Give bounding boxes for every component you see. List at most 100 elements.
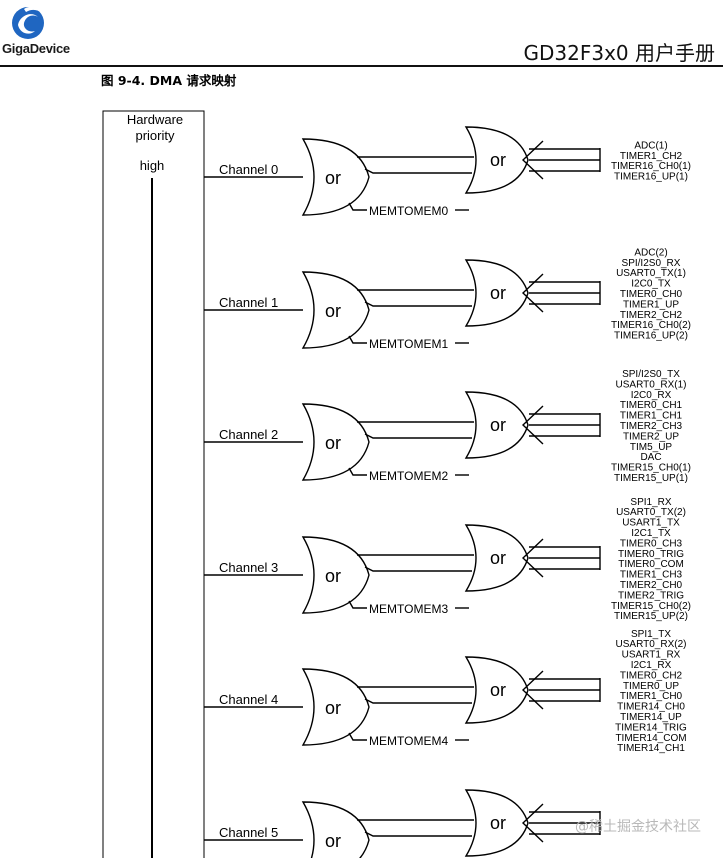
channel-2-request-1: USART0_RX(1) — [616, 379, 687, 390]
channel-5-request-or-gate-label: or — [490, 813, 506, 833]
channel-4-request-1: USART0_RX(2) — [616, 639, 687, 650]
channel-4-request-6: TIMER1_CH0 — [620, 691, 683, 702]
channel-3-or-gate — [301, 536, 370, 614]
channel-1-request-2: USART0_TX(1) — [616, 268, 686, 279]
channel-3-request-0: SPI1_RX — [630, 497, 671, 508]
channel-5-label: Channel 5 — [219, 825, 278, 840]
channel-3-request-or-gate — [464, 524, 529, 592]
channel-1-request-or-gate-label: or — [490, 283, 506, 303]
channel-1-or-gate — [301, 271, 370, 349]
channel-1-bus-arrowhead — [521, 273, 544, 313]
priority-box-frame — [102, 110, 205, 858]
channel-4-request-7: TIMER14_CH0 — [617, 702, 685, 713]
channel-3-memtomem-wire — [348, 600, 367, 609]
channel-4-request-4: TIMER0_CH2 — [620, 670, 683, 681]
channel-4-request-3: I2C1_RX — [631, 660, 672, 671]
channel-3-bus-arrowhead — [521, 538, 544, 578]
channel-3-or-gate-label: or — [325, 566, 341, 586]
channel-1-request-6: TIMER2_CH2 — [620, 310, 683, 321]
channel-0-bus-arrowhead — [521, 140, 544, 180]
channel-1-memtomem-wire — [348, 335, 367, 344]
channel-1-link-lower — [364, 301, 472, 307]
channel-1-request-1: SPI/I2S0_RX — [622, 258, 681, 269]
channel-3-request-5: TIMER0_TRIG — [618, 549, 684, 560]
channel-1-request-3: I2C0_TX — [631, 279, 671, 290]
channel-1-memtomem-label: MEMTOMEM1 — [369, 337, 448, 351]
priority-title-line1: Hardware — [127, 112, 183, 127]
channel-0-request-0: ADC(1) — [634, 140, 667, 151]
channel-2-memtomem-wire — [348, 467, 367, 476]
channel-1-request-4: TIMER0_CH0 — [620, 289, 683, 300]
channel-1-or-gate-label: or — [325, 301, 341, 321]
channel-2-or-gate-label: or — [325, 433, 341, 453]
channel-4-memtomem-label: MEMTOMEM4 — [369, 734, 448, 748]
document-title: GD32F3x0 用户手册 — [523, 41, 716, 65]
channel-3-link-lower — [364, 566, 472, 572]
channel-3-memtomem-label: MEMTOMEM3 — [369, 602, 448, 616]
priority-box: Hardware priority high — [102, 110, 205, 858]
channel-0-request-or-gate — [464, 126, 529, 194]
channel-2-label: Channel 2 — [219, 427, 278, 442]
channel-2-memtomem-label: MEMTOMEM2 — [369, 469, 448, 483]
channel-5-link-lower — [364, 831, 472, 837]
channel-3-request-1: USART0_TX(2) — [616, 507, 686, 518]
channel-1-request-or-gate — [464, 259, 529, 327]
figure-caption: 图 9-4. DMA 请求映射 — [101, 73, 237, 88]
priority-level-label: high — [140, 158, 165, 173]
channel-4-request-or-gate — [464, 656, 529, 724]
channel-5-row: Channel 5orMEMTOMEM5or — [204, 789, 601, 858]
channel-3-request-9: TIMER2_TRIG — [618, 590, 684, 601]
channel-0-or-gate — [301, 138, 370, 216]
channel-3-request-11: TIMER15_UP(2) — [614, 611, 688, 622]
channel-4-link-lower — [364, 698, 472, 704]
channel-4-request-0: SPI1_TX — [631, 629, 671, 640]
channel-2-request-2: I2C0_RX — [631, 390, 672, 401]
channel-1-request-7: TIMER16_CH0(2) — [611, 320, 691, 331]
channel-5-or-gate-label: or — [325, 831, 341, 851]
channel-2-request-5: TIMER2_CH3 — [620, 421, 683, 432]
channel-0-request-1: TIMER1_CH2 — [620, 151, 683, 162]
channel-1-request-0: ADC(2) — [634, 247, 667, 258]
channel-3-request-6: TIMER0_COM — [618, 559, 684, 570]
channel-4-bus-arrowhead — [521, 670, 544, 710]
channel-4-request-11: TIMER14_CH1 — [617, 743, 685, 754]
channel-2-request-3: TIMER0_CH1 — [620, 400, 683, 411]
channel-0-memtomem-wire — [348, 202, 367, 211]
channel-3-request-7: TIMER1_CH3 — [620, 570, 683, 581]
channel-4-or-gate — [301, 668, 370, 746]
channel-2-request-6: TIMER2_UP — [623, 431, 679, 442]
channel-4-memtomem-wire — [348, 732, 367, 741]
channel-0-link-lower — [364, 168, 472, 174]
channel-2-request-0: SPI/I2S0_TX — [622, 369, 680, 380]
channel-0-request-or-gate-label: or — [490, 150, 506, 170]
channel-2-link-lower — [364, 433, 472, 439]
channel-4-or-gate-label: or — [325, 698, 341, 718]
channel-4-request-9: TIMER14_TRIG — [615, 722, 687, 733]
channel-2-request-9: TIMER15_CH0(1) — [611, 463, 691, 474]
channel-0-or-gate-label: or — [325, 168, 341, 188]
channel-3-request-2: USART1_TX — [622, 518, 680, 529]
channel-2-bus-arrowhead — [521, 405, 544, 445]
channel-3-request-4: TIMER0_CH3 — [620, 538, 683, 549]
channel-5-request-or-gate — [464, 789, 529, 857]
channel-3-request-3: I2C1_TX — [631, 528, 671, 539]
channel-4-request-5: TIMER0_UP — [623, 681, 679, 692]
channel-0-label: Channel 0 — [219, 162, 278, 177]
gigadevice-logo-icon — [12, 6, 44, 39]
channel-4-request-2: USART1_RX — [622, 650, 681, 661]
page-header: GigaDevice GD32F3x0 用户手册 — [0, 0, 723, 70]
logo-wordmark: GigaDevice — [2, 41, 70, 56]
channel-4-label: Channel 4 — [219, 692, 278, 707]
channel-1-request-8: TIMER16_UP(2) — [614, 331, 688, 342]
priority-title-line2: priority — [135, 128, 175, 143]
channel-2-request-7: TIM5_UP — [630, 442, 673, 453]
channel-3-label: Channel 3 — [219, 560, 278, 575]
channel-4-request-8: TIMER14_UP — [620, 712, 682, 723]
channel-0-request-3: TIMER16_UP(1) — [614, 172, 688, 183]
channel-4-request-10: TIMER14_COM — [615, 733, 686, 744]
